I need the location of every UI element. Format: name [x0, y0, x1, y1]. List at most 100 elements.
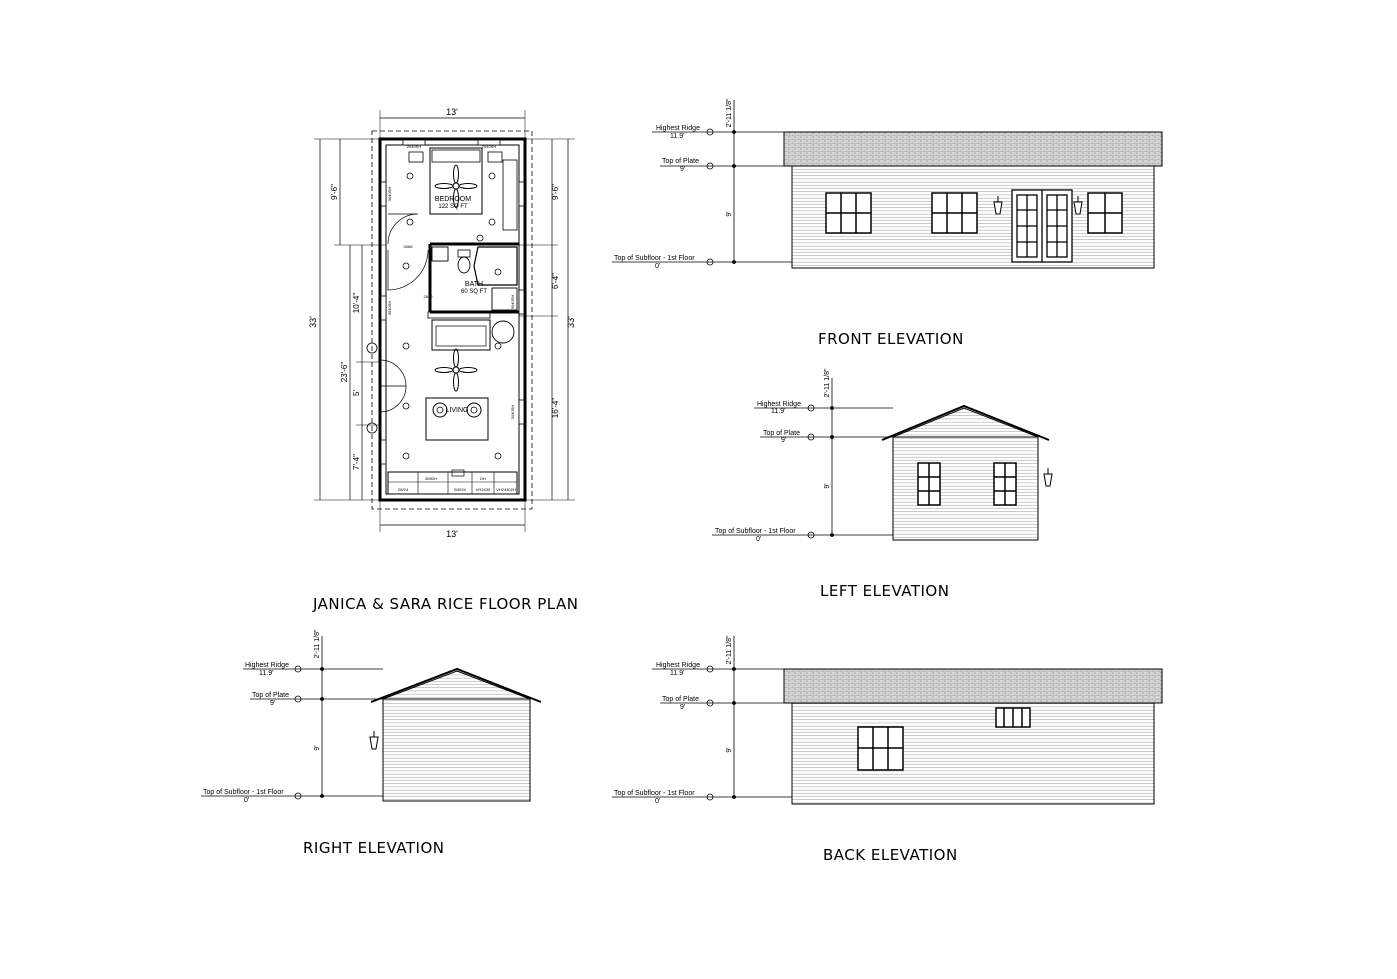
right-dim-1: 9'-6" — [551, 184, 560, 200]
toilet — [457, 256, 471, 274]
floor-plan-labels: 13' 13' 33' 33' 9'-6" 23'-6" 10'-4" 5' 7… — [308, 107, 576, 539]
cabinet-tag: VH24302H — [496, 487, 516, 492]
closet — [502, 159, 518, 231]
french-door — [1011, 189, 1073, 263]
ridge-label: Highest Ridge — [656, 662, 700, 669]
floor-plan — [314, 110, 575, 532]
back-window — [995, 707, 1031, 728]
ridge-value: 11.9' — [670, 670, 684, 677]
bath-label: BATH — [465, 281, 483, 288]
living-fan-icon — [434, 348, 478, 392]
plate-label: Top of Plate — [662, 158, 699, 165]
left-window — [917, 462, 941, 506]
vanity — [431, 246, 449, 262]
subfloor-value: 0' — [244, 797, 249, 804]
right-level-text: Highest Ridge 11.9' Top of Plate 9' Top … — [203, 629, 321, 804]
back-roof — [783, 668, 1163, 704]
heel-dim: 2'-11 1/8" — [726, 635, 733, 665]
back-window — [857, 726, 904, 771]
left-level-markers — [712, 378, 893, 539]
wall-dim: 9' — [726, 211, 733, 216]
back-level-markers — [612, 636, 792, 801]
plan-width-top: 13' — [446, 107, 458, 117]
left-dim-5: 7'-4" — [352, 454, 361, 470]
subfloor-label: Top of Subfloor - 1st Floor — [614, 790, 695, 797]
heel-dim: 2'-11 1/8" — [824, 368, 831, 398]
wall-lantern-icon — [1073, 196, 1083, 215]
wall-dim: 9' — [314, 745, 321, 750]
right-dim-2: 6'-4" — [551, 273, 560, 289]
roof-overhang-outline — [371, 130, 533, 510]
window-tag: 3068 — [404, 244, 414, 249]
cabinet-tag: 30B2H — [425, 476, 437, 481]
right-elevation — [369, 667, 542, 802]
front-window — [1087, 192, 1123, 234]
window-tag: 3040SH — [387, 187, 392, 202]
bath-area: 60 SQ FT — [461, 289, 487, 295]
back-elevation — [783, 668, 1163, 805]
side-table — [491, 320, 515, 344]
cabinet-tag: DH — [480, 476, 486, 481]
wall-lantern-icon — [993, 196, 1003, 215]
wall-dim: 9' — [824, 483, 831, 488]
window-tag: 3040SH — [387, 301, 392, 316]
ridge-value: 11.9' — [670, 133, 684, 140]
wall-lantern-icon — [1043, 468, 1053, 487]
subfloor-label: Top of Subfloor - 1st Floor — [203, 789, 284, 796]
front-elevation-title: FRONT ELEVATION — [818, 330, 964, 348]
plate-label: Top of Plate — [662, 696, 699, 703]
window-tag: 2040SH — [407, 144, 422, 149]
front-level-text: Highest Ridge 11.9' Top of Plate 9' Top … — [614, 98, 733, 270]
plate-value: 9' — [781, 437, 786, 444]
front-window — [825, 192, 872, 234]
right-wall — [382, 698, 531, 802]
ridge-value: 11.9' — [259, 670, 273, 677]
left-roof-edge — [881, 404, 1050, 441]
plate-value: 9' — [680, 166, 685, 173]
subfloor-label: Top of Subfloor - 1st Floor — [614, 255, 695, 262]
ridge-label: Highest Ridge — [656, 125, 700, 132]
plate-value: 9' — [680, 704, 685, 711]
wall-lantern-icon — [369, 731, 379, 750]
ridge-label: Highest Ridge — [757, 401, 801, 408]
window-tag: 2840 — [424, 294, 434, 299]
ceiling-fan-icon — [434, 164, 478, 208]
chair — [432, 402, 448, 418]
window-tag: 3040SH — [510, 405, 515, 420]
ridge-value: 11.9' — [771, 408, 785, 415]
subfloor-value: 0' — [655, 798, 660, 805]
linen-cabinet — [491, 287, 518, 311]
floor-plan-title: JANICA & SARA RICE FLOOR PLAN — [313, 595, 579, 613]
front-window — [931, 192, 978, 234]
right-level-markers — [201, 636, 383, 800]
front-elevation — [783, 131, 1163, 269]
subfloor-value: 0' — [756, 536, 761, 543]
plate-value: 9' — [270, 700, 275, 707]
left-window — [993, 462, 1017, 506]
heel-dim: 2'-11 1/8" — [314, 629, 321, 659]
plan-depth-right: 33' — [566, 316, 576, 328]
shower — [473, 246, 518, 286]
right-dim-3: 16'-4" — [551, 398, 560, 419]
plate-label: Top of Plate — [763, 430, 800, 437]
living-label: LIVING — [446, 407, 469, 414]
heel-dim: 2'-11 1/8" — [726, 98, 733, 128]
back-level-text: Highest Ridge 11.9' Top of Plate 9' Top … — [614, 635, 733, 805]
left-dim-4: 5' — [352, 390, 361, 396]
cabinet-tag: 2W24 — [398, 487, 409, 492]
subfloor-value: 0' — [655, 263, 660, 270]
left-elevation — [881, 404, 1053, 541]
bed — [429, 147, 483, 215]
ridge-label: Highest Ridge — [245, 662, 289, 669]
kitchen-cabinets — [387, 471, 518, 495]
left-gable — [892, 407, 1039, 438]
plan-depth-left: 33' — [308, 316, 318, 328]
cabinet-tag: B3024 — [454, 487, 466, 492]
window-tag: 3040SH — [510, 295, 515, 310]
subfloor-label: Top of Subfloor - 1st Floor — [715, 528, 796, 535]
window-tag: 2040SH — [482, 144, 497, 149]
back-wall — [791, 702, 1155, 805]
back-elevation-title: BACK ELEVATION — [823, 846, 958, 864]
chair — [466, 402, 482, 418]
